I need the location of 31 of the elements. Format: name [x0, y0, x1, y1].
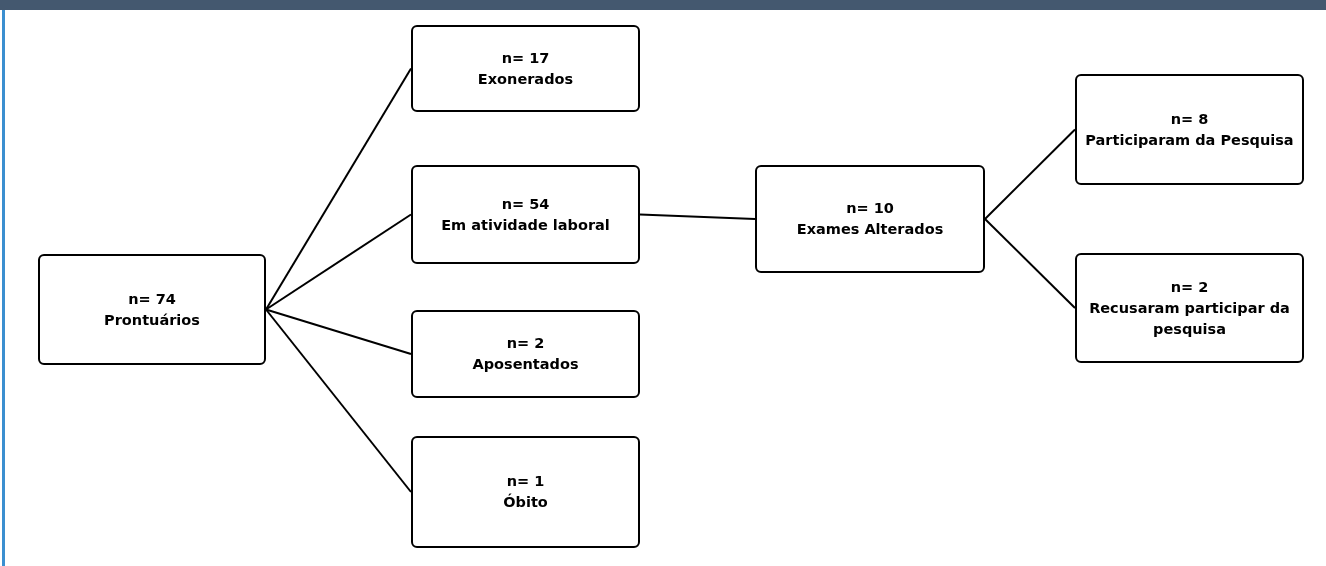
connector-line: [265, 213, 412, 311]
connector-line: [265, 308, 412, 493]
box-text: n= 8: [1170, 109, 1209, 129]
connector-line: [265, 67, 412, 311]
box-text: Participaram da Pesquisa: [1085, 130, 1294, 150]
box-text: n= 17: [501, 48, 550, 68]
box-text: n= 1: [506, 472, 545, 491]
box-text: n= 10: [846, 199, 894, 218]
process-box: [411, 25, 640, 112]
process-box: [411, 436, 640, 548]
connector-line: [984, 128, 1076, 220]
box-text: Em atividade laboral: [441, 215, 610, 235]
process-box: [755, 165, 985, 273]
process-box: [1075, 253, 1304, 363]
process-box: [411, 310, 640, 398]
connector-line: [639, 213, 756, 220]
box-text: Aposentados: [472, 355, 579, 374]
process-box: [38, 254, 266, 365]
box-text: n= 2: [506, 334, 545, 353]
box-text: Exonerados: [477, 69, 574, 89]
box-text: n= 74: [128, 289, 176, 309]
connector-line: [265, 308, 412, 355]
box-text: n= 54: [501, 194, 550, 214]
process-box: [411, 165, 640, 264]
box-text: Exames Alterados: [796, 220, 944, 239]
box-text: Óbito: [503, 492, 548, 512]
box-text: n= 2: [1170, 277, 1209, 297]
process-box: [1075, 74, 1304, 185]
connector-line: [984, 218, 1076, 309]
box-text: Recusaram participar da pesquisa: [1088, 298, 1291, 339]
box-text: Prontuários: [104, 310, 200, 330]
